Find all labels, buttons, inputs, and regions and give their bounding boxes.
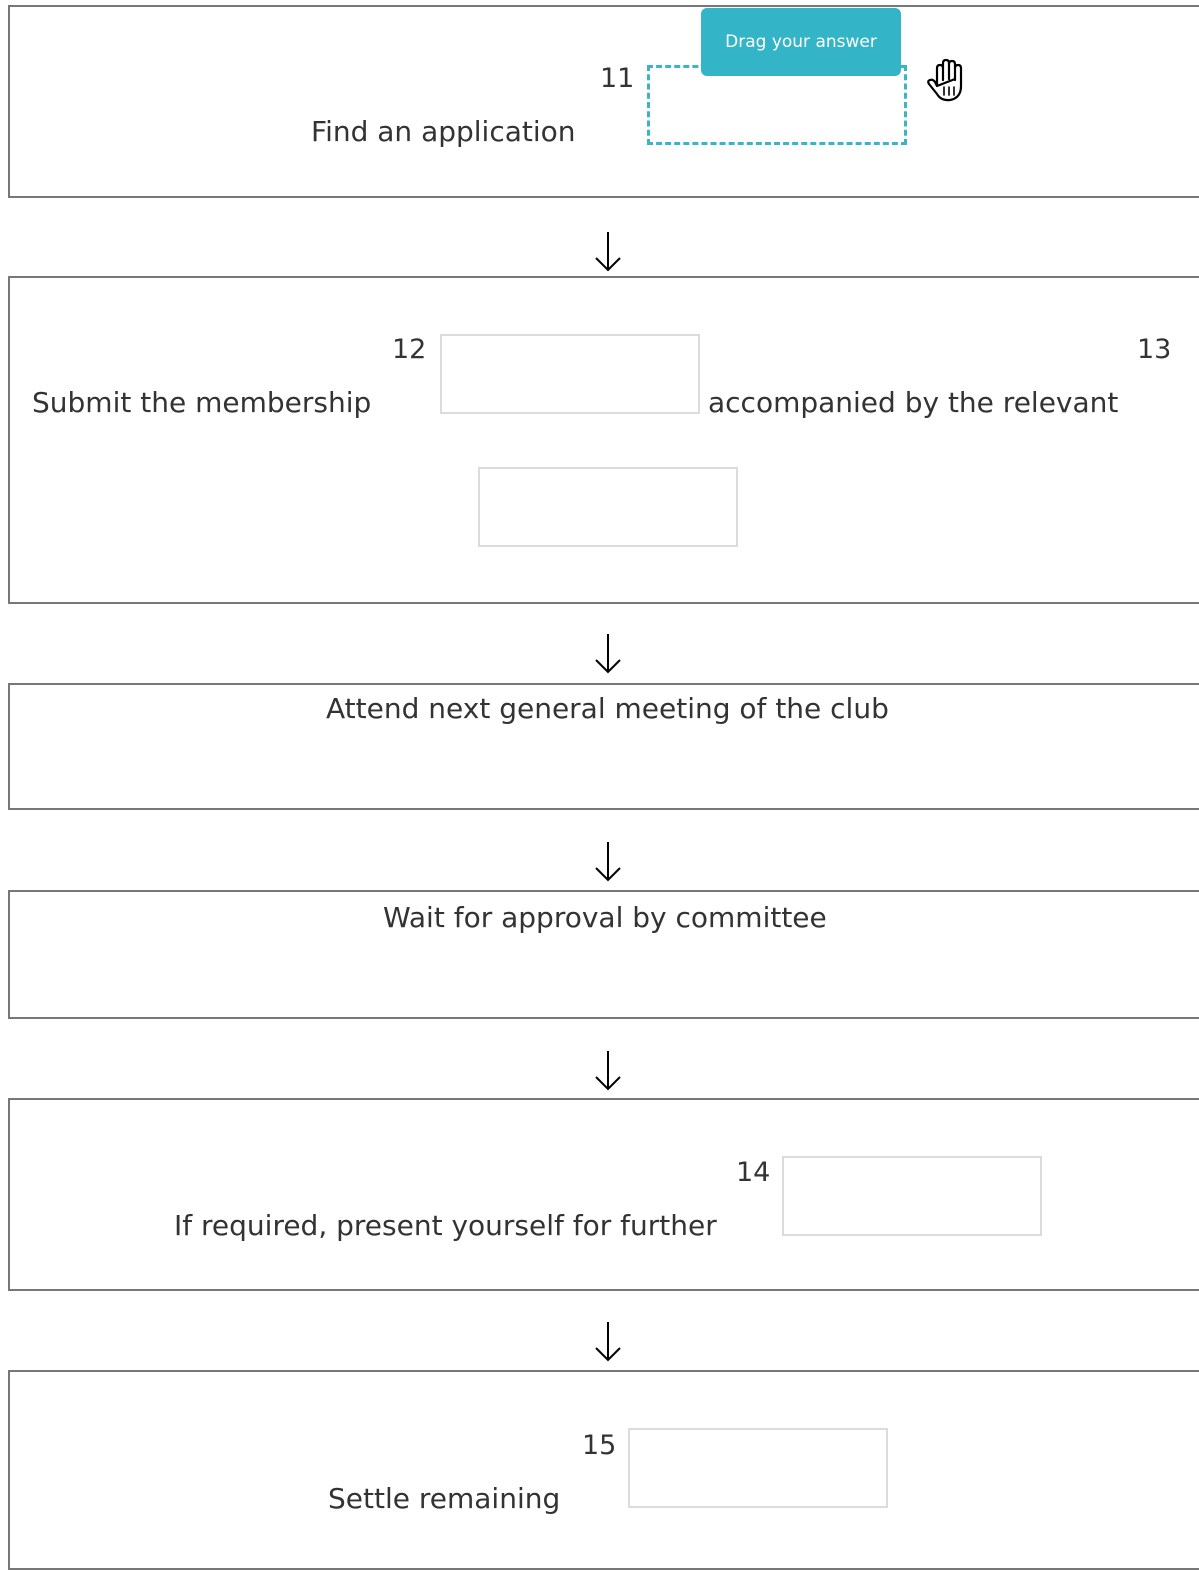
step-6-box: 15 Settle remaining: [8, 1370, 1199, 1570]
answer-drop-zone-11[interactable]: [647, 65, 907, 145]
step-4-text: Wait for approval by committee: [383, 901, 827, 934]
tooltip-label: Drag your answer: [725, 32, 877, 52]
step-3-text: Attend next general meeting of the club: [326, 692, 889, 725]
step-1-box: 11 Find an application: [8, 5, 1199, 198]
answer-drop-zone-14[interactable]: [782, 1156, 1042, 1236]
step-1-text: Find an application: [311, 115, 576, 148]
step-2-text-a: Submit the membership: [32, 386, 372, 419]
step-4-box: Wait for approval by committee: [8, 890, 1199, 1019]
question-number-13: 13: [1137, 334, 1172, 365]
step-5-text: If required, present yourself for furthe…: [174, 1209, 717, 1242]
arrow-down-icon: [595, 1322, 621, 1362]
step-6-text: Settle remaining: [328, 1482, 561, 1515]
step-5-box: 14 If required, present yourself for fur…: [8, 1098, 1199, 1291]
step-3-box: Attend next general meeting of the club: [8, 683, 1199, 810]
hand-grab-icon: [927, 58, 963, 102]
answer-drop-zone-12[interactable]: [440, 334, 700, 414]
question-number-12: 12: [392, 334, 427, 365]
arrow-down-icon: [595, 232, 621, 272]
question-number-15: 15: [582, 1430, 617, 1461]
answer-drop-zone-13[interactable]: [478, 467, 738, 547]
question-number-11: 11: [600, 63, 635, 94]
question-number-14: 14: [736, 1157, 771, 1188]
drag-answer-tooltip: Drag your answer: [701, 8, 901, 76]
arrow-down-icon: [595, 1051, 621, 1091]
arrow-down-icon: [595, 842, 621, 882]
step-2-box: 12 13 Submit the membership accompanied …: [8, 276, 1199, 604]
arrow-down-icon: [595, 634, 621, 674]
answer-drop-zone-15[interactable]: [628, 1428, 888, 1508]
step-2-text-b: accompanied by the relevant: [708, 386, 1119, 419]
